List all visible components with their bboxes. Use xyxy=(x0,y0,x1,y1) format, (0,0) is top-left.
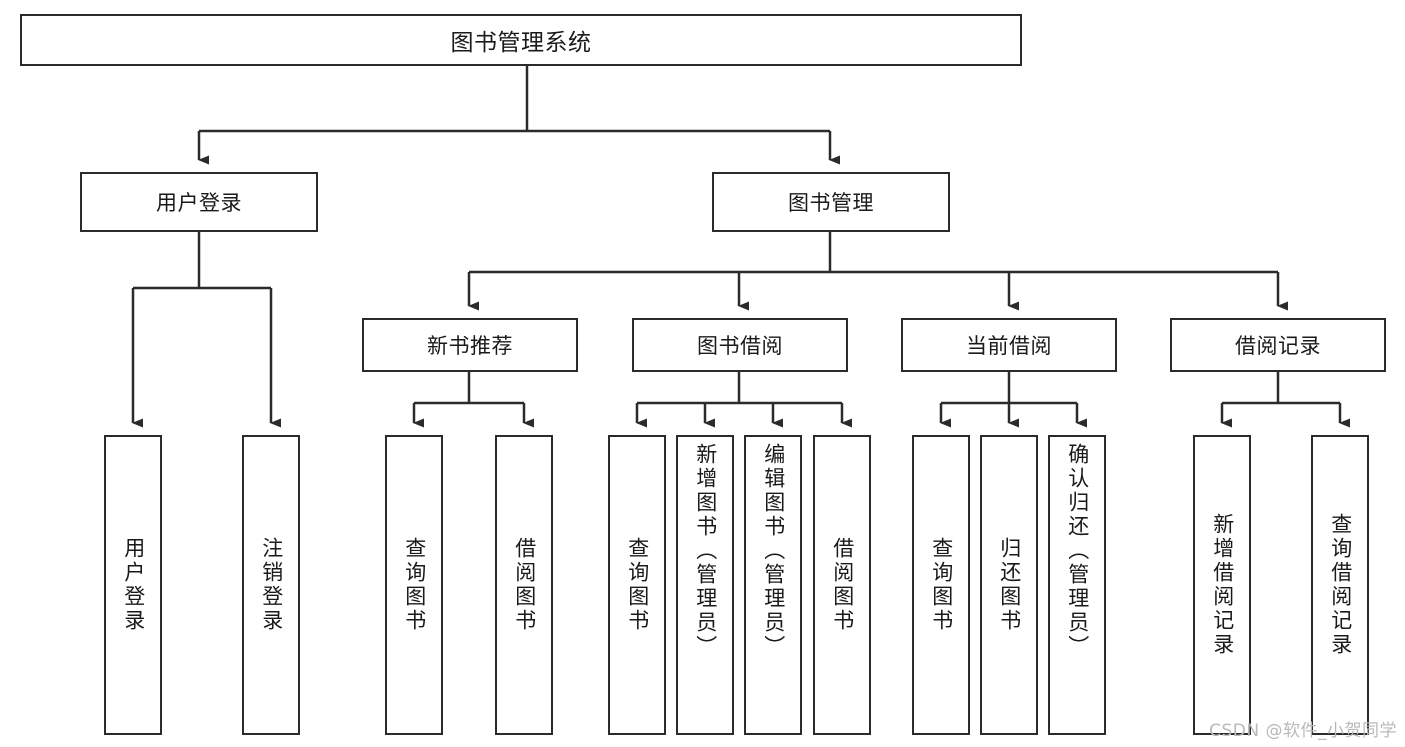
node-label: 注销登录 xyxy=(259,537,284,633)
leaf-current-confirm-return-admin[interactable]: 确认归还（管理员） xyxy=(1048,435,1106,735)
node-label: 用户登录 xyxy=(156,191,242,215)
node-label: 用户登录 xyxy=(121,537,146,633)
node-book-management[interactable]: 图书管理 xyxy=(712,172,950,232)
leaf-user-login-logout[interactable]: 注销登录 xyxy=(242,435,300,735)
node-new-book-recommend[interactable]: 新书推荐 xyxy=(362,318,578,372)
node-label: 图书借阅 xyxy=(697,334,783,358)
node-label: 查询借阅记录 xyxy=(1328,513,1353,657)
node-label: 图书管理 xyxy=(788,191,874,215)
watermark-text: CSDN @软件_小贺同学 xyxy=(1209,721,1397,741)
node-label: 新增借阅记录 xyxy=(1210,513,1235,657)
node-label: 新增图书（管理员） xyxy=(693,443,718,659)
node-label: 确认归还（管理员） xyxy=(1065,443,1090,659)
node-label: 借阅图书 xyxy=(512,537,537,633)
node-label: 图书管理系统 xyxy=(450,30,592,56)
node-label: 查询图书 xyxy=(625,537,650,633)
leaf-recommend-query-book[interactable]: 查询图书 xyxy=(385,435,443,735)
node-user-login[interactable]: 用户登录 xyxy=(80,172,318,232)
node-label: 查询图书 xyxy=(929,537,954,633)
leaf-borrow-borrow-book[interactable]: 借阅图书 xyxy=(813,435,871,735)
node-label: 借阅图书 xyxy=(830,537,855,633)
leaf-borrow-query-book[interactable]: 查询图书 xyxy=(608,435,666,735)
leaf-user-login-login[interactable]: 用户登录 xyxy=(104,435,162,735)
leaf-borrow-add-book-admin[interactable]: 新增图书（管理员） xyxy=(676,435,734,735)
node-label: 新书推荐 xyxy=(427,334,513,358)
node-label: 归还图书 xyxy=(997,537,1022,633)
node-root-system[interactable]: 图书管理系统 xyxy=(20,14,1022,66)
leaf-recommend-borrow-book[interactable]: 借阅图书 xyxy=(495,435,553,735)
node-label: 借阅记录 xyxy=(1235,334,1321,358)
leaf-current-return-book[interactable]: 归还图书 xyxy=(980,435,1038,735)
leaf-record-query-record[interactable]: 查询借阅记录 xyxy=(1311,435,1369,735)
node-label: 查询图书 xyxy=(402,537,427,633)
leaf-borrow-edit-book-admin[interactable]: 编辑图书（管理员） xyxy=(744,435,802,735)
leaf-current-query-book[interactable]: 查询图书 xyxy=(912,435,970,735)
node-book-borrow[interactable]: 图书借阅 xyxy=(632,318,848,372)
node-label: 当前借阅 xyxy=(966,334,1052,358)
node-current-borrow[interactable]: 当前借阅 xyxy=(901,318,1117,372)
node-borrow-record[interactable]: 借阅记录 xyxy=(1170,318,1386,372)
leaf-record-add-record[interactable]: 新增借阅记录 xyxy=(1193,435,1251,735)
node-label: 编辑图书（管理员） xyxy=(761,443,786,659)
